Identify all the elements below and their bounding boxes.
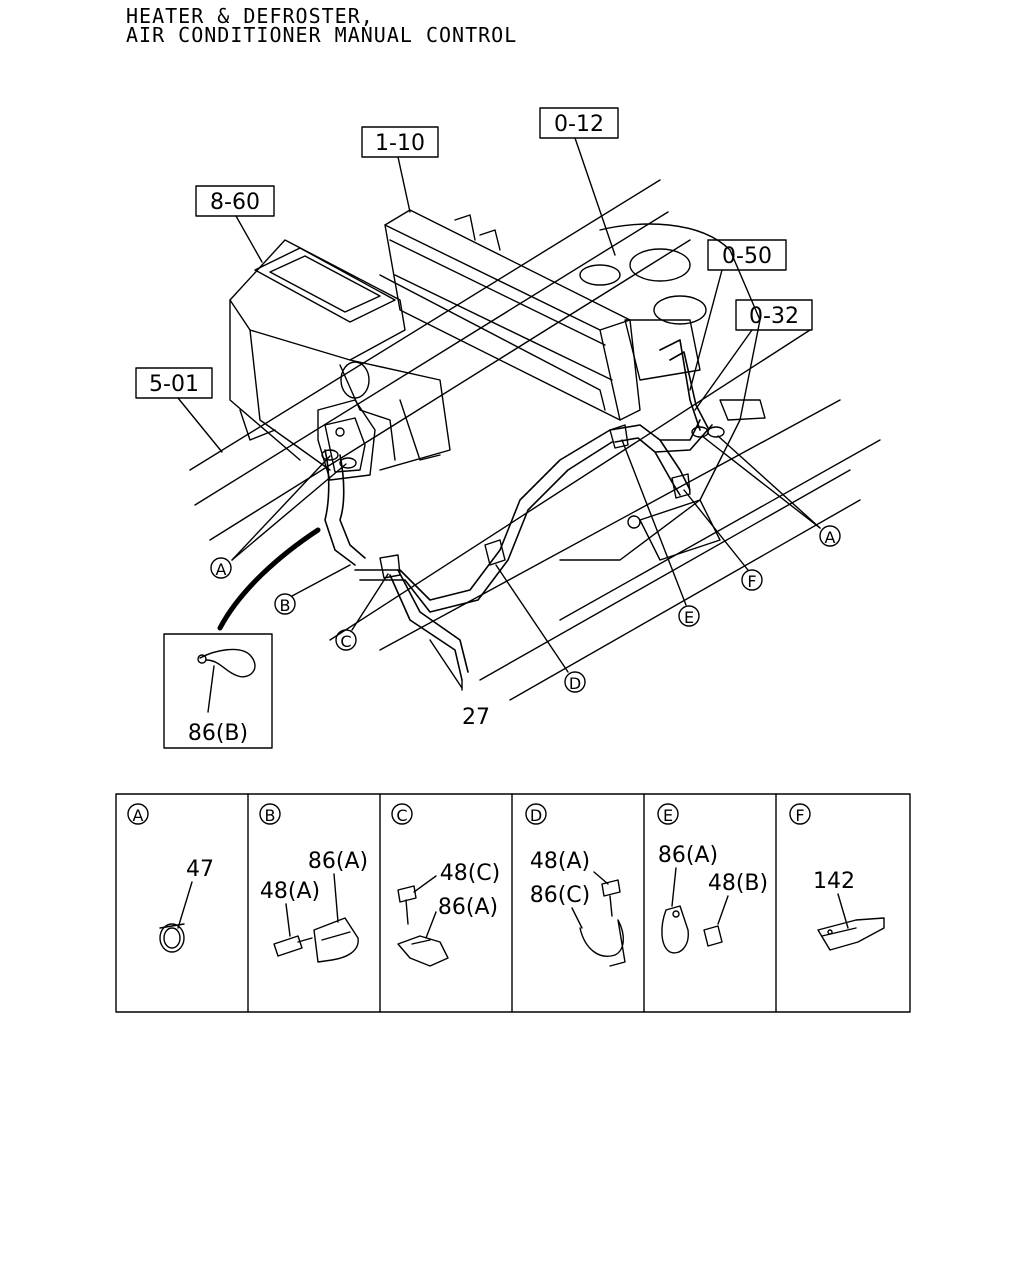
ref-box-0-12 — [539, 107, 619, 139]
diagram-title-line-1: HEATER & DEFROSTER, — [126, 4, 374, 28]
detail-panel-d: D 48(A) 86(C) — [525, 803, 626, 967]
panel-d-letter: D — [530, 806, 542, 825]
ref-label-0-32: 0-32 — [749, 304, 799, 329]
callout-d-label: D — [569, 674, 581, 693]
ref-box-0-50 — [707, 239, 787, 271]
detail-panel-f: F 142 — [789, 803, 885, 951]
hose-clamp-47-icon — [159, 923, 185, 953]
callout-b — [274, 593, 296, 615]
bracket-142-icon — [817, 917, 885, 951]
ref-box-5-01 — [135, 367, 213, 399]
callout-f — [741, 569, 763, 591]
callout-a-right-label: A — [825, 528, 836, 547]
panel-f-letter: F — [795, 806, 804, 825]
panel-e-label-1: 86(A) — [658, 843, 718, 868]
ref-label-0-50: 0-50 — [722, 244, 772, 269]
panel-c-letter: C — [396, 806, 407, 825]
heater-unit — [229, 239, 451, 471]
panel-c-label-1: 48(C) — [440, 861, 501, 886]
callouts: A B C D E F A 27 — [210, 435, 841, 730]
clip-86a-e-icon — [661, 905, 689, 954]
panel-a-label-1: 47 — [186, 857, 214, 882]
panel-d-label-1: 48(A) — [530, 849, 590, 874]
panel-e-label-2: 48(B) — [708, 871, 768, 896]
panel-b-label-1: 86(A) — [308, 849, 368, 874]
panel-f-label-1: 142 — [813, 869, 855, 894]
detail-panels-frame — [115, 793, 911, 1013]
hose-clamps — [321, 424, 725, 579]
callout-f-label: F — [747, 572, 756, 591]
chassis-frame — [189, 179, 881, 701]
callout-a-right — [819, 525, 841, 547]
callout-b-label: B — [280, 596, 291, 615]
diagram-title-line-2: AIR CONDITIONER MANUAL CONTROL — [126, 23, 518, 47]
part-number-27: 27 — [462, 705, 490, 730]
inset-part-number: 86(B) — [188, 721, 248, 746]
clip-86a-c-icon — [397, 935, 449, 967]
clip-86a-icon — [313, 917, 359, 963]
detail-panels: A 47 B 86(A) 48(A) C 48(C) 86(A) — [115, 793, 911, 1013]
ref-box-1-10 — [361, 126, 439, 158]
detail-panel-b: B 86(A) 48(A) — [259, 803, 368, 963]
inset-frame — [163, 633, 273, 749]
panel-a-letter: A — [133, 806, 144, 825]
ref-label-0-12: 0-12 — [554, 112, 604, 137]
heater-hose-assembly — [324, 339, 713, 681]
ref-label-8-60: 8-60 — [210, 190, 260, 215]
callout-e-label: E — [684, 608, 694, 627]
panel-d-label-2: 86(C) — [530, 883, 591, 908]
bolt-48b-icon — [703, 925, 723, 947]
bolt-48a-d-icon — [601, 879, 621, 897]
detail-panel-c: C 48(C) 86(A) — [391, 803, 501, 967]
inset-86b: 86(B) — [163, 633, 273, 749]
callout-a-left — [210, 557, 232, 579]
section-reference-boxes: 1-10 0-12 8-60 0-50 0-32 5-01 — [135, 107, 813, 453]
engine-block — [559, 223, 766, 561]
callout-c — [335, 629, 357, 651]
radiator-core — [379, 209, 641, 421]
ref-box-0-32 — [735, 299, 813, 331]
panel-b-letter: B — [265, 806, 276, 825]
callout-d — [564, 671, 586, 693]
bolt-48c-icon — [397, 885, 417, 903]
clip-86c-icon — [579, 919, 626, 967]
detail-panel-e: E 86(A) 48(B) — [657, 803, 768, 954]
panel-b-label-2: 48(A) — [260, 879, 320, 904]
callout-e — [678, 605, 700, 627]
ref-label-5-01: 5-01 — [149, 372, 199, 397]
callout-c-label: C — [340, 632, 351, 651]
panel-e-letter: E — [663, 806, 673, 825]
pipe-flange — [317, 399, 376, 481]
callout-a-left-label: A — [216, 560, 227, 579]
inset-pointer-arrow — [217, 527, 321, 631]
ref-label-1-10: 1-10 — [375, 131, 425, 156]
bolt-48a-icon — [273, 935, 303, 957]
panel-c-label-2: 86(A) — [438, 895, 498, 920]
ref-box-8-60 — [195, 185, 275, 217]
detail-panel-a: A 47 — [127, 803, 214, 953]
